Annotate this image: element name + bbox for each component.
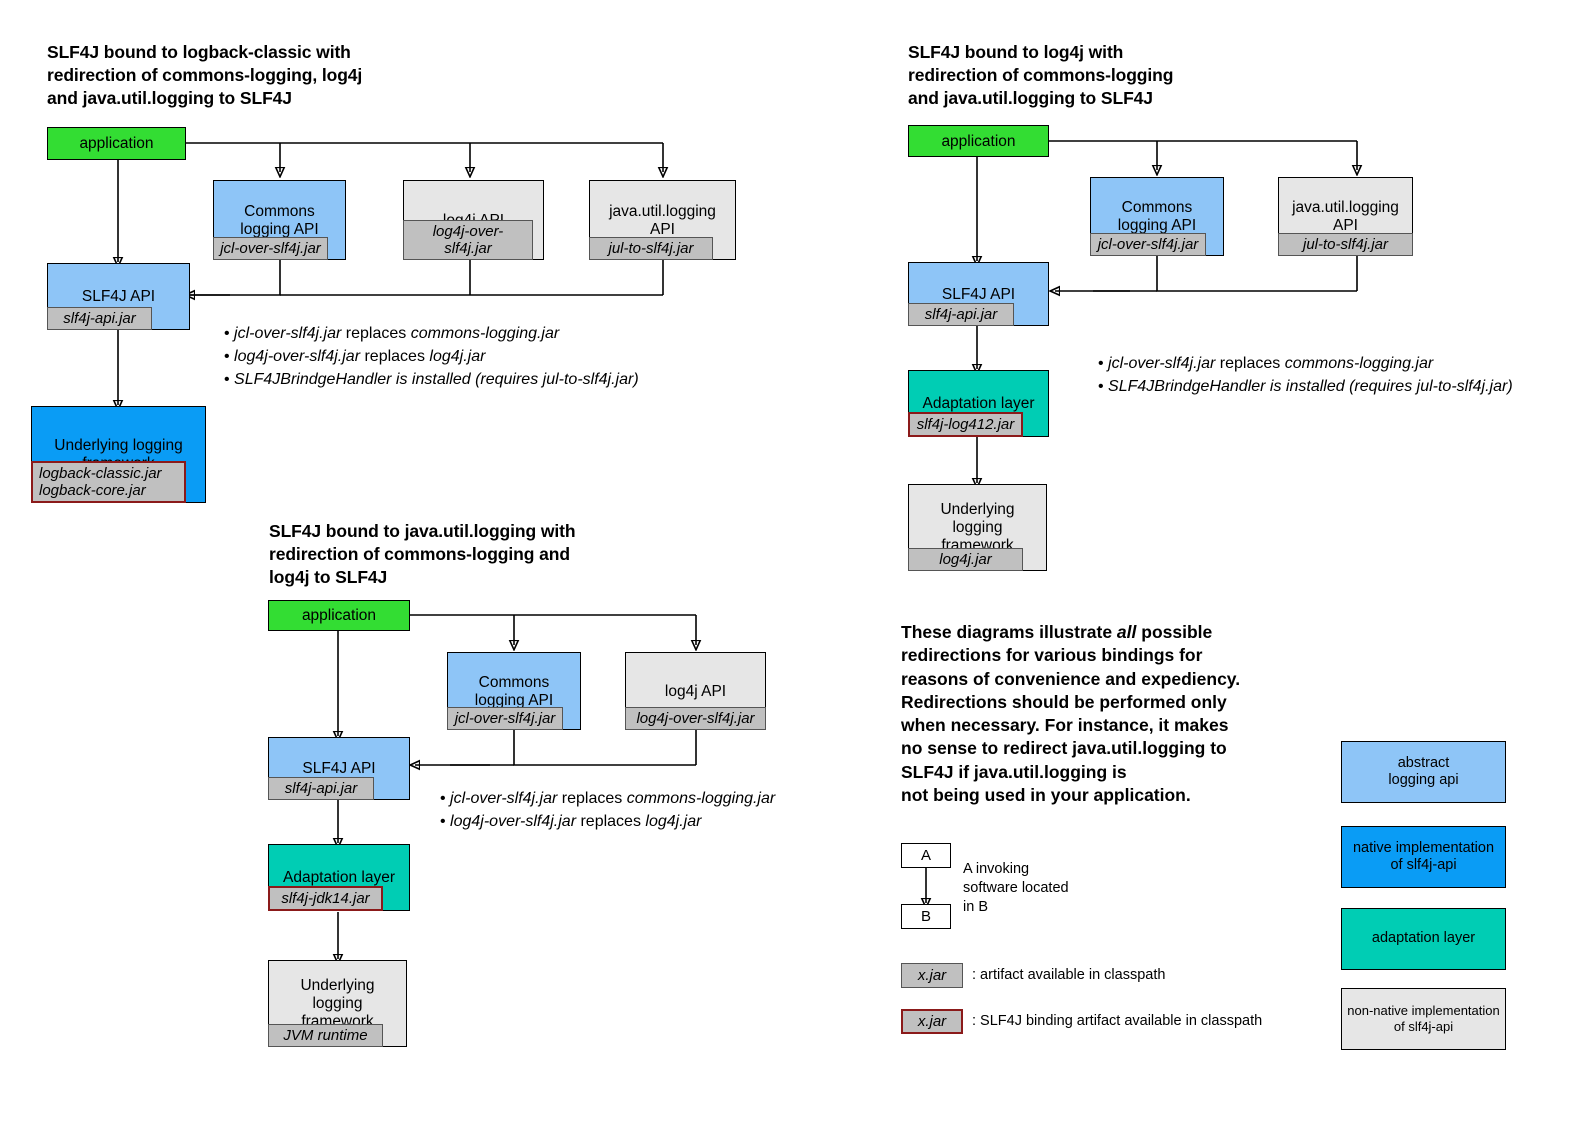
diagram2-underlying-framework-node: Underlying logging framework log4j.jar bbox=[908, 484, 1047, 571]
legend-node-a: A bbox=[901, 843, 951, 868]
legend-swatch-label: abstract logging api bbox=[1388, 754, 1459, 788]
legend-jar-plain-label: x.jar bbox=[917, 967, 947, 984]
node-label: Commons logging API bbox=[240, 202, 319, 238]
bullet-item: • jcl-over-slf4j.jar replaces commons-lo… bbox=[224, 325, 560, 342]
diagram1-commons-logging-api-node: Commons logging API jcl-over-slf4j.jar bbox=[213, 180, 346, 260]
diagram2-commons-logging-api-node: Commons logging API jcl-over-slf4j.jar bbox=[1090, 177, 1224, 256]
legend-jar-binding: x.jar bbox=[901, 1009, 963, 1034]
diagram2-adaptation-layer-node: Adaptation layer slf4j-log412.jar bbox=[908, 370, 1049, 437]
node-label: SLF4J API bbox=[81, 288, 156, 306]
jar-chip: JVM runtime bbox=[268, 1023, 383, 1047]
legend-node-b: B bbox=[901, 904, 951, 929]
diagram3-bullet-list: • jcl-over-slf4j.jar replaces commons-lo… bbox=[440, 787, 880, 833]
diagram1-bullet-list: • jcl-over-slf4j.jar replaces commons-lo… bbox=[224, 322, 764, 392]
diagram3-underlying-framework-node: Underlying logging framework JVM runtime bbox=[268, 960, 407, 1047]
bullet-item: • log4j-over-slf4j.jar replaces log4j.ja… bbox=[224, 348, 486, 366]
jar-chip-binding: logback-classic.jar logback-core.jar bbox=[31, 460, 186, 503]
legend-swatch-adaptation-layer: adaptation layer bbox=[1341, 908, 1506, 970]
node-label: java.util.logging API bbox=[609, 202, 716, 238]
legend-swatch-label: adaptation layer bbox=[1371, 930, 1476, 947]
diagram3-commons-logging-api-node: Commons logging API jcl-over-slf4j.jar bbox=[447, 652, 581, 730]
bullet-item: • SLF4JBrindgeHandler is installed (requ… bbox=[224, 371, 639, 389]
jar-chip: slf4j-api.jar bbox=[268, 776, 374, 800]
legend-swatch-non-native-implementation: non-native implementation of slf4j-api bbox=[1341, 988, 1506, 1050]
diagram3-log4j-api-node: log4j API log4j-over-slf4j.jar bbox=[625, 652, 766, 730]
diagram2-bullet-list: • jcl-over-slf4j.jar replaces commons-lo… bbox=[1098, 352, 1587, 398]
diagram3-title: SLF4J bound to java.util.logging with re… bbox=[269, 521, 576, 587]
jar-chip: log4j.jar bbox=[908, 547, 1023, 571]
node-label: java.util.logging API bbox=[1292, 199, 1399, 234]
node-label: Commons logging API bbox=[474, 673, 554, 709]
jar-chip: log4j-over-slf4j.jar bbox=[625, 706, 766, 730]
explanatory-note: These diagrams illustrate all possible r… bbox=[901, 621, 1321, 807]
bullet-item: • jcl-over-slf4j.jar replaces commons-lo… bbox=[440, 790, 776, 807]
legend-node-a-label: A bbox=[920, 847, 931, 864]
jar-chip: log4j-over-slf4j.jar bbox=[403, 219, 533, 260]
diagram2-title: SLF4J bound to log4j with redirection of… bbox=[908, 42, 1174, 108]
note-emphasis: all bbox=[1116, 622, 1137, 642]
diagram1-underlying-framework-node: Underlying logging framework logback-cla… bbox=[31, 406, 206, 503]
jar-chip: jul-to-slf4j.jar bbox=[589, 236, 713, 260]
jar-chip: jcl-over-slf4j.jar bbox=[1090, 232, 1206, 256]
node-label: application bbox=[301, 607, 377, 625]
diagram1-title: SLF4J bound to logback-classic with redi… bbox=[47, 42, 363, 108]
jar-chip: jcl-over-slf4j.jar bbox=[447, 706, 563, 730]
node-label: SLF4J API bbox=[302, 760, 376, 778]
bullet-item: • SLF4JBrindgeHandler is installed (requ… bbox=[1098, 378, 1513, 396]
diagram3-application-node: application bbox=[268, 600, 410, 631]
diagram3-slf4j-api-node: SLF4J API slf4j-api.jar bbox=[268, 737, 410, 800]
diagram2-slf4j-api-node: SLF4J API slf4j-api.jar bbox=[908, 262, 1049, 326]
node-label: log4j API bbox=[664, 682, 727, 700]
legend-jar-binding-caption: : SLF4J binding artifact available in cl… bbox=[972, 1013, 1263, 1029]
node-label: Adaptation layer bbox=[922, 395, 1035, 413]
jar-chip: jul-to-slf4j.jar bbox=[1278, 232, 1413, 256]
node-label: Commons logging API bbox=[1117, 199, 1197, 234]
bullet-item: • jcl-over-slf4j.jar replaces commons-lo… bbox=[1098, 355, 1434, 372]
jar-chip-binding: slf4j-log412.jar bbox=[908, 411, 1023, 437]
note-part-2: possible redirections for various bindin… bbox=[901, 622, 1241, 805]
jar-chip: jcl-over-slf4j.jar bbox=[213, 236, 328, 260]
legend-node-b-label: B bbox=[920, 908, 931, 925]
jar-chip-binding: slf4j-jdk14.jar bbox=[268, 885, 383, 911]
node-label: application bbox=[941, 132, 1016, 150]
legend-jar-plain: x.jar bbox=[901, 963, 963, 988]
jar-chip: slf4j-api.jar bbox=[908, 302, 1014, 326]
node-label: application bbox=[79, 135, 154, 153]
legend-swatch-label: non-native implementation of slf4j-api bbox=[1347, 1003, 1500, 1034]
diagram2-java-util-logging-api-node: java.util.logging API jul-to-slf4j.jar bbox=[1278, 177, 1413, 256]
node-label: SLF4J API bbox=[941, 285, 1016, 303]
legend-jar-plain-caption: : artifact available in classpath bbox=[972, 967, 1166, 983]
node-label: Adaptation layer bbox=[282, 869, 396, 887]
legend-swatch-abstract-logging-api: abstract logging api bbox=[1341, 741, 1506, 803]
diagram2-application-node: application bbox=[908, 125, 1049, 157]
diagram1-log4j-api-node: log4j API log4j-over-slf4j.jar bbox=[403, 180, 544, 260]
diagram3-adaptation-layer-node: Adaptation layer slf4j-jdk14.jar bbox=[268, 844, 410, 911]
diagram1-application-node: application bbox=[47, 127, 186, 160]
jar-chip: slf4j-api.jar bbox=[47, 306, 152, 330]
legend-swatch-native-implementation: native implementation of slf4j-api bbox=[1341, 826, 1506, 888]
bullet-item: • log4j-over-slf4j.jar replaces log4j.ja… bbox=[440, 813, 702, 831]
legend-swatch-label: native implementation of slf4j-api bbox=[1352, 839, 1495, 873]
legend-jar-binding-label: x.jar bbox=[917, 1013, 947, 1030]
legend-arrow-caption: A invoking software located in B bbox=[963, 861, 1069, 916]
note-part-1: These diagrams illustrate bbox=[901, 622, 1117, 642]
diagram1-java-util-logging-api-node: java.util.logging API jul-to-slf4j.jar bbox=[589, 180, 736, 260]
diagram1-slf4j-api-node: SLF4J API slf4j-api.jar bbox=[47, 263, 190, 330]
